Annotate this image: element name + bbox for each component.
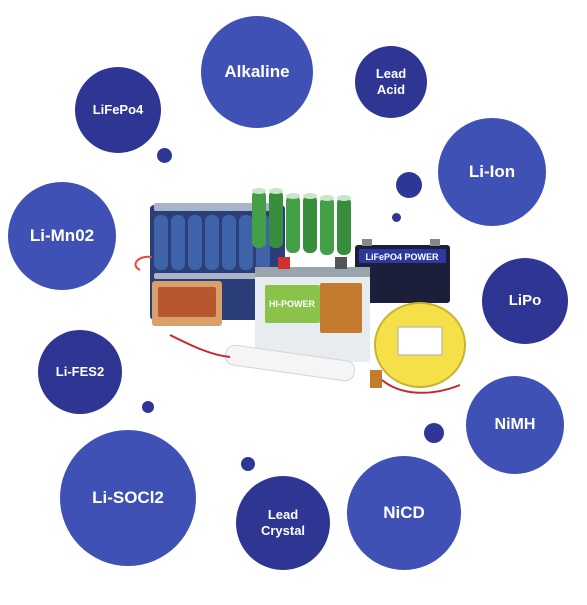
decorative-dot: [241, 457, 255, 471]
hi-power-label: HI-POWER: [269, 299, 315, 309]
lead-crystal-bubble: Lead Crystal: [236, 476, 330, 570]
decorative-dot: [157, 148, 172, 163]
decorative-dot: [142, 401, 154, 413]
alkaline-label: Alkaline: [224, 62, 290, 82]
li-fes2-bubble: Li-FES2: [38, 330, 122, 414]
li-ion-label: Li-Ion: [468, 162, 516, 182]
battery-collection-image: LiFePO4 POWER HI-POWER: [134, 188, 466, 394]
hi-power-car-battery: HI-POWER: [255, 257, 370, 362]
yellow-battery-pack: [370, 302, 466, 394]
lead-acid-label: Lead Acid: [375, 65, 407, 97]
lead-crystal-label: Lead Crystal: [260, 506, 306, 538]
nimh-label: NiMH: [494, 416, 536, 433]
lipo-bubble: LiPo: [482, 258, 568, 344]
alkaline-bubble: Alkaline: [201, 16, 313, 128]
cylindrical-cell-pack: [134, 203, 285, 326]
li-mn02-bubble: Li-Mn02: [8, 182, 116, 290]
li-socl2-bubble: Li-SOCl2: [60, 430, 196, 566]
nicd-label: NiCD: [383, 503, 425, 523]
li-socl2-label: Li-SOCl2: [92, 488, 164, 508]
li-mn02-label: Li-Mn02: [29, 226, 95, 246]
lifepo4-battery: LiFePO4 POWER: [355, 239, 450, 303]
green-cell-group: [252, 188, 351, 255]
li-fes2-label: Li-FES2: [55, 363, 105, 379]
lipo-label: LiPo: [508, 291, 542, 309]
li-ion-bubble: Li-Ion: [438, 118, 546, 226]
lead-acid-bubble: Lead Acid: [355, 46, 427, 118]
white-stick-pack: [169, 334, 356, 382]
nicd-bubble: NiCD: [347, 456, 461, 570]
decorative-dot: [424, 423, 444, 443]
nimh-bubble: NiMH: [466, 376, 564, 474]
decorative-dot: [396, 172, 422, 198]
lifepo4-battery-label: LiFePO4 POWER: [365, 252, 439, 262]
decorative-dot: [392, 213, 401, 222]
lifepo4-label: LiFePo4: [92, 101, 144, 117]
lifepo4-bubble: LiFePo4: [75, 67, 161, 153]
